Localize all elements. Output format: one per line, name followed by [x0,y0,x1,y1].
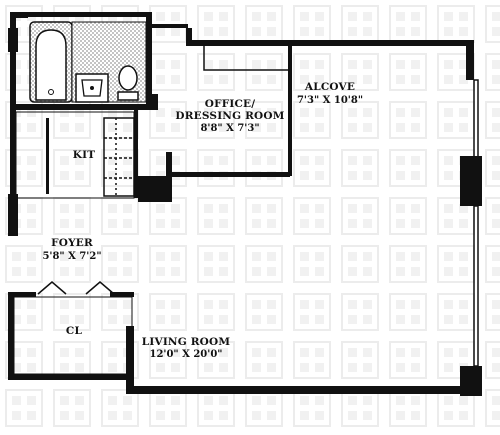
closet-label: CL [66,325,83,337]
toilet-tank [117,91,139,101]
office-dimensions: 8'8" X 7'3" [200,123,259,134]
closet-doors [37,281,115,295]
foyer-dimensions: 5'8" X 7'2" [42,251,101,262]
toilet-bowl [118,65,138,91]
office-label-line2: DRESSING ROOM [175,110,284,122]
foyer-label: FOYER [51,237,93,249]
kitchen-outline [15,111,135,199]
office-label-line1: OFFICE/ [205,98,256,110]
kitchen-label: KIT [73,149,95,161]
bathroom [29,21,147,103]
faucet-icon [90,86,94,90]
living-room-dimensions: 12'0" X 20'0" [149,349,222,360]
closet-outline [13,296,133,375]
alcove-dimensions: 7'3" X 10'8" [297,95,363,106]
walls [8,12,482,396]
drain-icon [48,89,54,95]
alcove-label: ALCOVE [304,81,355,93]
office-closet-outline [203,46,288,71]
living-room-label: LIVING ROOM [142,336,231,348]
bathtub-basin [35,29,67,101]
